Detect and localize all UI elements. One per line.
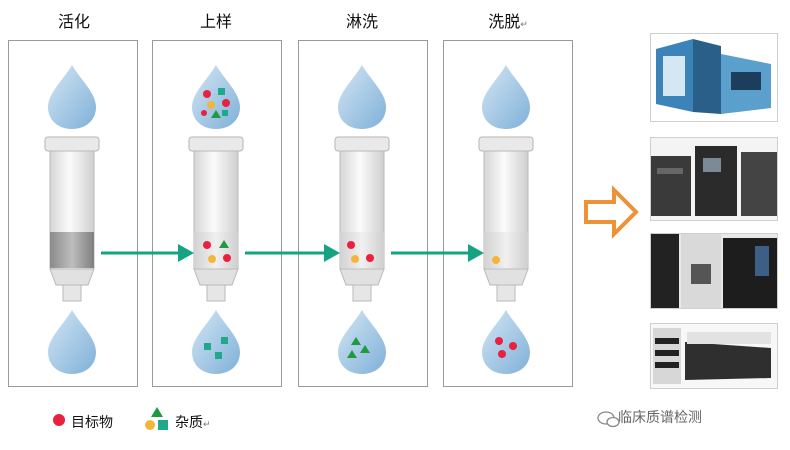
effluent-drop-1 (48, 310, 96, 374)
big-arrow-icon (584, 185, 639, 239)
spe-cartridge-2 (188, 136, 244, 302)
impurity-square (218, 88, 225, 95)
step-title-loading: 上样 (199, 12, 232, 31)
impurity-square (222, 110, 228, 116)
impurity-square (215, 352, 222, 359)
impurity-square-icon (158, 420, 168, 430)
impurity-triangle (211, 110, 221, 118)
effluent-drop-3 (338, 310, 386, 374)
legend-impurity-label: 杂质↵ (175, 415, 211, 431)
sorbent-bed-activated (50, 232, 94, 268)
spe-cartridge-3 (334, 136, 390, 302)
target-dot (223, 254, 231, 262)
target-dot (222, 99, 230, 107)
target-dot (498, 350, 506, 358)
impurity-triangle (219, 240, 229, 248)
ms-module-icon (650, 323, 778, 389)
impurity-triangle (347, 350, 357, 358)
target-dot (495, 337, 503, 345)
step-title-activation: 活化 (57, 12, 90, 31)
target-dot (509, 342, 517, 350)
target-dot (366, 254, 374, 262)
impurity-triangle (351, 337, 361, 345)
wechat-icon (597, 411, 620, 428)
impurity-square (221, 337, 228, 344)
lc-ms-instrument-icon (650, 33, 778, 122)
legend-target-label: 目标物 (71, 415, 113, 431)
sorbent-bed (194, 232, 238, 268)
solvent-drop-top-4 (482, 65, 530, 129)
impurity-triangle-icon (151, 407, 163, 417)
effluent-drop-2 (192, 310, 240, 374)
target-dot (347, 241, 355, 249)
target-dot (203, 90, 211, 98)
target-dot (201, 110, 207, 116)
sample-drop-top-2 (192, 65, 240, 129)
mass-spectrometer-icon (650, 137, 778, 221)
step-title-elution: 洗脱↵ (488, 12, 528, 31)
impurity-triangle (360, 345, 370, 353)
solvent-drop-top-3 (338, 65, 386, 129)
target-legend-icon (53, 414, 65, 426)
impurity-circle (492, 256, 500, 264)
analyzer-icon (650, 233, 778, 309)
target-dot (203, 241, 211, 249)
watermark-text: 临床质谱检测 (618, 410, 702, 426)
impurity-square (204, 343, 211, 350)
spe-cartridge-1 (44, 136, 100, 302)
impurity-circle (207, 101, 215, 109)
sorbent-bed (340, 232, 384, 268)
spe-cartridge-4 (478, 136, 534, 302)
impurity-circle (208, 255, 216, 263)
solvent-drop-top-1 (48, 65, 96, 129)
eluate-drop-4 (482, 310, 530, 374)
impurity-circle (351, 255, 359, 263)
impurity-circle-icon (145, 420, 155, 430)
step-title-washing: 淋洗 (345, 12, 378, 31)
sorbent-bed (484, 232, 528, 268)
